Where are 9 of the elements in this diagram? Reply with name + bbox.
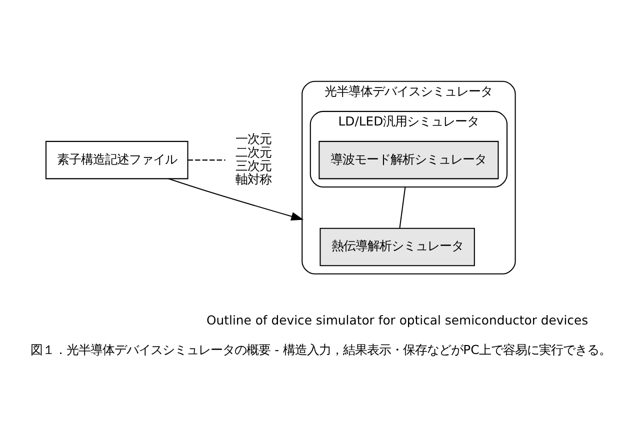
node-box: 導波モード解析シミュレータ — [318, 140, 499, 179]
connector — [188, 159, 226, 160]
node-box: 熱伝導解析シミュレータ — [320, 227, 475, 266]
node-text: 一次元 二次元 三次元 軸対称 — [235, 130, 272, 186]
caption: 図１．光半導体デバイスシミュレータの概要 - 構造入力，結果表示・保存などがPC上で容易に実行できる。 — [30, 342, 612, 357]
arrow — [168, 178, 304, 220]
node-box: 素子構造記述ファイル — [45, 140, 188, 179]
connector — [399, 186, 406, 228]
label: Outline of device simulator for optical semiconductor devices — [206, 312, 588, 328]
